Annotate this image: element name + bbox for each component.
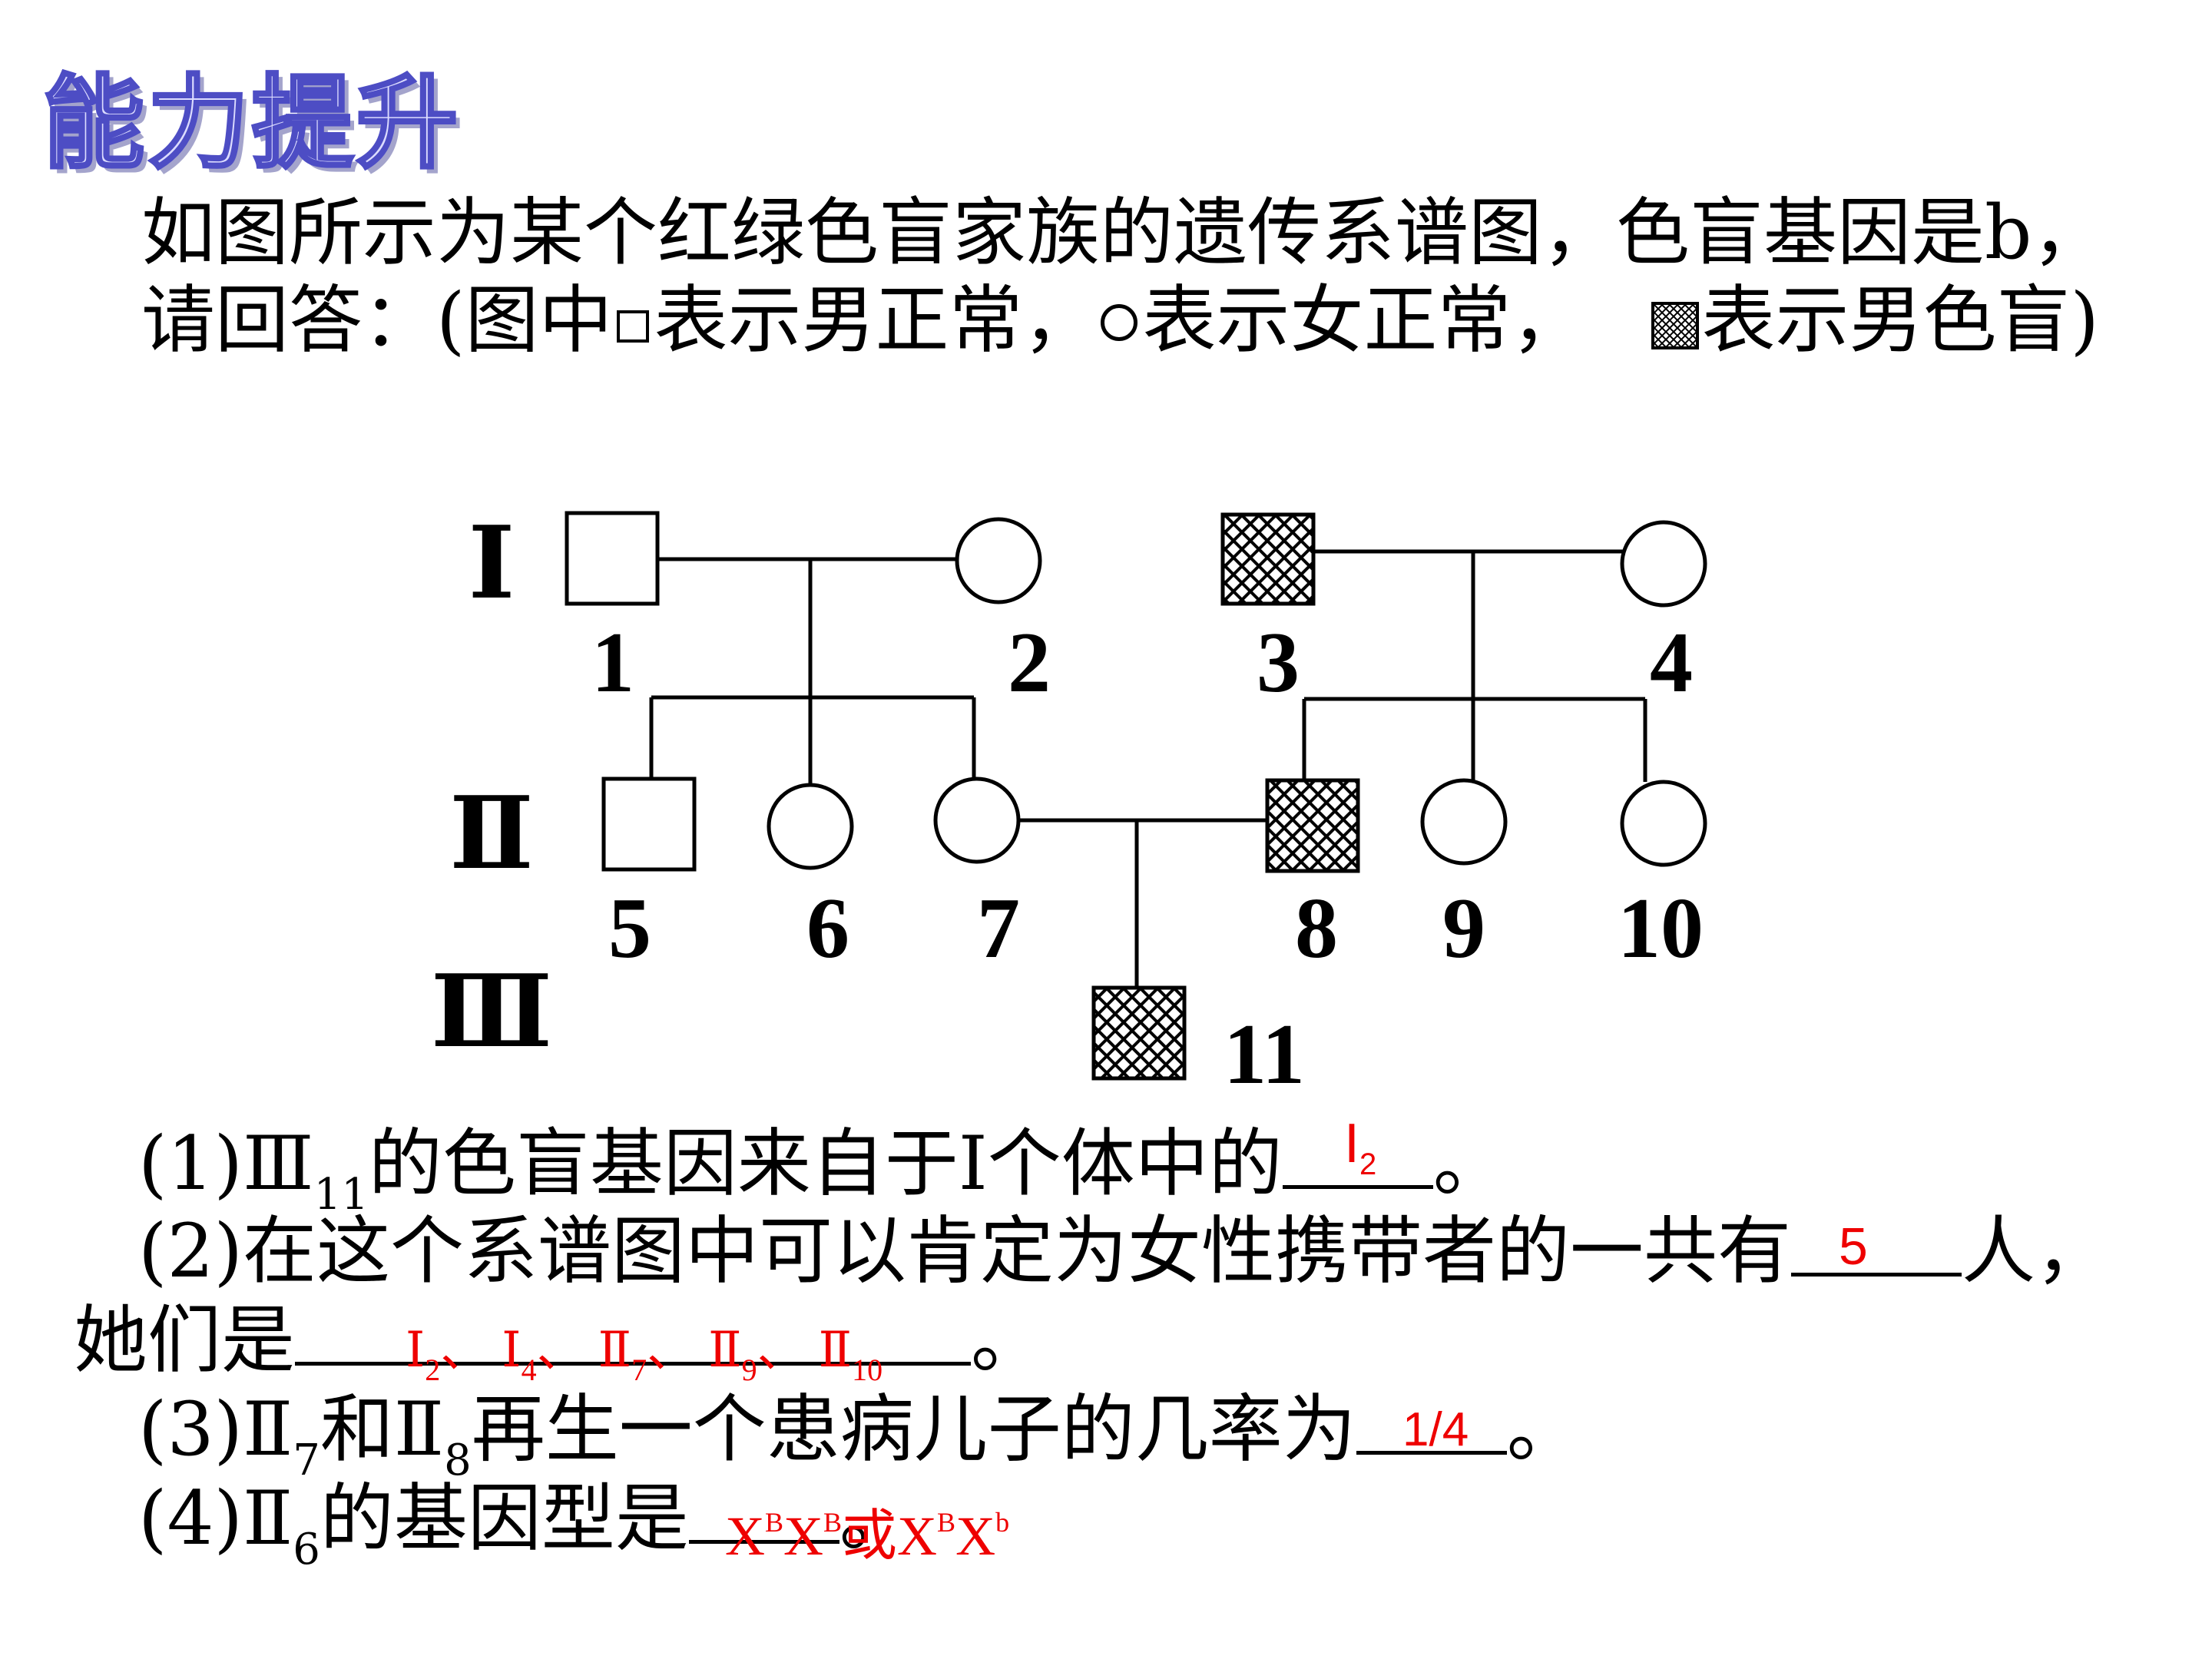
answer-2b-part: 、 <box>647 1323 697 1377</box>
question-2-text-a: (2)在这个系谱图中可以肯定为女性携带者的一共有 <box>138 1208 1791 1294</box>
answer-4-part: 或 <box>842 1505 898 1567</box>
individual-number-9: 9 <box>1442 881 1485 976</box>
question-2-text-b: 人， <box>1961 1208 2109 1294</box>
question-2b-text-b: 。 <box>971 1297 1045 1383</box>
individual-7 <box>933 777 1021 864</box>
individual-number-10: 10 <box>1618 881 1704 976</box>
answer-1-sub: 2 <box>1359 1147 1377 1181</box>
intro-text-a: 请回答：(图中 <box>141 277 613 363</box>
intro-text-c: 表示女正常， <box>1142 277 1585 363</box>
answer-2b-part: 7 <box>631 1353 647 1387</box>
pedigree-lines <box>649 549 1647 988</box>
individual-number-3: 3 <box>1257 615 1300 710</box>
individual-number-5: 5 <box>608 881 651 976</box>
answer-2b-part: 9 <box>741 1353 757 1387</box>
question-1-text-b: 的色盲基因来自于Ⅰ个体中的 <box>368 1121 1283 1207</box>
individual-4 <box>1620 520 1707 608</box>
question-2-blank[interactable] <box>1790 1217 1962 1277</box>
male-colorblind-legend-icon <box>1651 302 1700 349</box>
answer-2b-part: Ⅰ <box>406 1323 426 1377</box>
question-3-sub-2: 8 <box>444 1435 472 1485</box>
answer-2b-part: Ⅰ <box>502 1323 522 1377</box>
answer-4-part: B <box>823 1507 843 1538</box>
individual-number-4: 4 <box>1650 615 1693 710</box>
answer-2b-part: 4 <box>521 1353 537 1387</box>
answer-4-part: b <box>995 1507 1010 1538</box>
answer-4-part: X <box>783 1505 824 1567</box>
question-3-sub-1: 7 <box>293 1435 320 1485</box>
generation-label-1: Ⅰ <box>469 509 515 620</box>
individual-number-11: 11 <box>1224 1007 1305 1102</box>
question-3: (3)Ⅱ7和Ⅱ8再生一个患病儿子的几率为 。 <box>138 1387 1581 1503</box>
question-3-text-b: 和Ⅱ <box>320 1386 445 1472</box>
individual-number-2: 2 <box>1008 615 1051 710</box>
question-2: (2)在这个系谱图中可以肯定为女性携带者的一共有 人， <box>138 1209 2109 1293</box>
question-4-text-b: 的基因型是 <box>320 1475 689 1561</box>
question-4-text-a: (4)Ⅱ <box>138 1475 293 1561</box>
question-3-blank[interactable] <box>1356 1396 1507 1455</box>
intro-text-b: 表示男正常， <box>654 277 1097 363</box>
answer-4-part: B <box>765 1507 784 1538</box>
answer-2b-part: Ⅱ <box>598 1323 632 1377</box>
intro-line-1: 如图所示为某个红绿色盲家族的遗传系谱图，色盲基因是b， <box>141 190 2106 276</box>
answer-1-main: I <box>1344 1113 1360 1174</box>
answer-4: XBXB或XBXb <box>725 1490 1009 1571</box>
individual-6 <box>767 783 854 870</box>
answer-2b-part: 、 <box>536 1323 586 1377</box>
question-4-sub: 6 <box>293 1525 320 1575</box>
question-3-text-c: 再生一个患病儿子的几率为 <box>471 1386 1356 1472</box>
generation-label-2: Ⅱ <box>449 780 534 890</box>
individual-5 <box>601 777 697 872</box>
question-1: (1)Ⅲ11的色盲基因来自于Ⅰ个体中的 。 <box>138 1121 1507 1237</box>
answer-3: 1/4 <box>1402 1403 1469 1456</box>
answer-2b-part: 、 <box>440 1323 490 1377</box>
female-normal-legend-icon <box>1101 304 1138 341</box>
individual-11 <box>1091 985 1187 1081</box>
question-4-text-c: 。 <box>839 1475 913 1561</box>
question-1-text-a: (1)Ⅲ <box>138 1121 314 1207</box>
individual-8 <box>1265 778 1360 873</box>
question-4: (4)Ⅱ6的基因型是 。 <box>138 1476 913 1592</box>
question-1-blank[interactable] <box>1282 1130 1433 1189</box>
individual-2 <box>955 517 1042 604</box>
answer-2b-part: 、 <box>757 1323 806 1377</box>
answer-2b: Ⅰ2、 Ⅰ4、 Ⅱ7、 Ⅱ9、 Ⅱ10 <box>406 1310 882 1388</box>
answer-2b-part: 2 <box>425 1353 441 1387</box>
individual-number-6: 6 <box>806 881 849 976</box>
answer-2b-part: Ⅱ <box>708 1323 742 1377</box>
individual-3 <box>1220 512 1316 606</box>
answer-4-part: X <box>725 1505 765 1567</box>
individual-number-8: 8 <box>1295 881 1338 976</box>
answer-2: 5 <box>1839 1217 1868 1276</box>
answer-2b-part: 10 <box>852 1353 883 1387</box>
question-2b-blank[interactable] <box>295 1306 971 1366</box>
question-4-blank[interactable] <box>688 1485 839 1544</box>
question-2b-text-a: 她们是 <box>74 1297 295 1383</box>
individual-1 <box>565 511 660 606</box>
question-2-continued: 她们是 。 <box>74 1298 1045 1382</box>
generation-label-3: Ⅲ <box>431 958 552 1068</box>
answer-1: I2 <box>1344 1112 1376 1182</box>
answer-2b-part: Ⅱ <box>818 1323 853 1377</box>
question-1-sub: 11 <box>313 1170 369 1220</box>
individual-number-7: 7 <box>977 881 1020 976</box>
question-3-text-d: 。 <box>1506 1386 1581 1472</box>
answer-4-part: B <box>937 1507 956 1538</box>
individual-number-1: 1 <box>591 615 634 710</box>
individual-10 <box>1620 780 1707 867</box>
intro-line-2: 请回答：(图中表示男正常， 表示女正常， 表示男色盲) <box>141 278 2099 363</box>
answer-4-part: X <box>955 1505 996 1567</box>
male-normal-legend-icon <box>617 310 650 343</box>
question-3-text-a: (3)Ⅱ <box>138 1386 293 1472</box>
individual-9 <box>1420 778 1508 866</box>
page-title: 能力提升 <box>41 63 461 184</box>
question-1-text-c: 。 <box>1432 1121 1507 1207</box>
intro-text-d: 表示男色盲) <box>1701 277 2099 363</box>
answer-4-part: X <box>897 1505 938 1567</box>
